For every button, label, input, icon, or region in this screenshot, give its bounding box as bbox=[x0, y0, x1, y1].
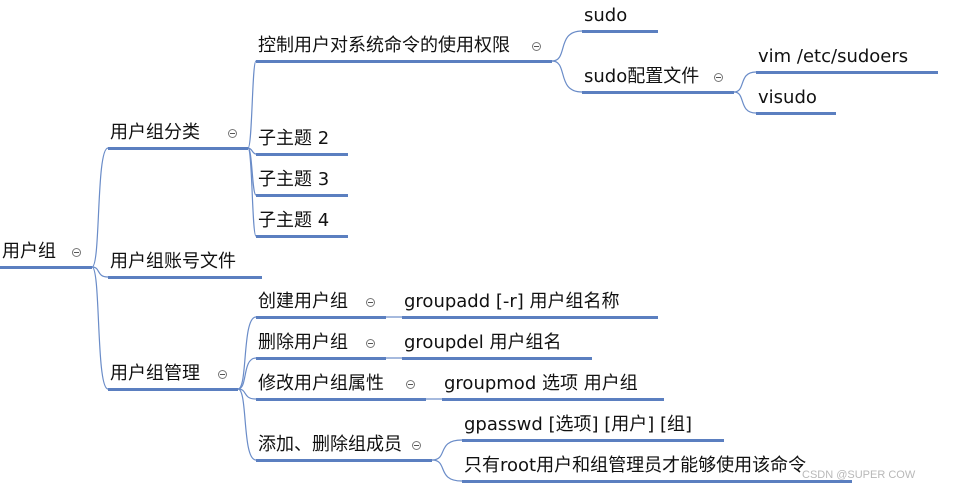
node-underline-2-0 bbox=[256, 316, 386, 319]
node-label-root: 用户组 bbox=[2, 241, 56, 262]
node-label-2-2-0: groupmod 选项 用户组 bbox=[444, 373, 638, 394]
node-label-2-3: 添加、删除组成员 bbox=[258, 434, 402, 455]
node-label-0-0-1-1: visudo bbox=[758, 87, 817, 108]
node-underline-2-3-0 bbox=[462, 439, 724, 442]
connector-1 bbox=[91, 266, 109, 278]
node-underline-2-0-0 bbox=[402, 316, 658, 319]
collapse-icon[interactable] bbox=[228, 129, 237, 138]
node-underline-0-2 bbox=[256, 194, 348, 197]
collapse-icon[interactable] bbox=[366, 339, 375, 348]
node-label-2-3-1: 只有root用户和组管理员才能够使用该命令 bbox=[464, 455, 807, 476]
watermark: CSDN @SUPER COW bbox=[802, 469, 916, 481]
collapse-icon[interactable] bbox=[714, 73, 723, 82]
connector-0-0 bbox=[247, 60, 257, 149]
node-underline-2-3-1 bbox=[462, 480, 852, 483]
node-underline-0 bbox=[108, 147, 248, 150]
collapse-icon[interactable] bbox=[218, 370, 227, 379]
collapse-icon[interactable] bbox=[412, 441, 421, 450]
node-label-0-0-1: sudo配置文件 bbox=[584, 66, 700, 87]
connector-0-0-1-0 bbox=[733, 71, 757, 93]
node-underline-2-1-0 bbox=[402, 357, 592, 360]
node-label-1: 用户组账号文件 bbox=[110, 251, 236, 272]
connector-0-0-1-1 bbox=[733, 91, 757, 114]
connector-2-2 bbox=[237, 388, 257, 400]
node-label-2-2: 修改用户组属性 bbox=[258, 373, 384, 394]
collapse-icon[interactable] bbox=[366, 298, 375, 307]
collapse-icon[interactable] bbox=[532, 42, 541, 51]
connector-2-3-0 bbox=[431, 439, 463, 461]
node-label-2-1: 删除用户组 bbox=[258, 332, 348, 353]
node-label-2: 用户组管理 bbox=[110, 363, 200, 384]
node-underline-root bbox=[0, 266, 92, 269]
node-underline-1 bbox=[108, 276, 262, 279]
node-label-0: 用户组分类 bbox=[110, 122, 200, 143]
connector-2-3-1 bbox=[431, 459, 463, 482]
connector-0 bbox=[91, 147, 109, 268]
node-underline-0-0-1-0 bbox=[756, 71, 938, 74]
node-label-2-1-0: groupdel 用户组名 bbox=[404, 332, 562, 353]
node-underline-2-1 bbox=[256, 357, 386, 360]
connector-0-0-0 bbox=[551, 30, 583, 62]
node-label-0-2: 子主题 3 bbox=[258, 169, 330, 190]
node-label-0-1: 子主题 2 bbox=[258, 128, 330, 149]
node-underline-0-0 bbox=[256, 60, 552, 63]
node-label-0-0-0: sudo bbox=[584, 5, 628, 26]
node-underline-0-3 bbox=[256, 235, 348, 238]
node-underline-0-0-1-1 bbox=[756, 112, 836, 115]
node-underline-0-0-0 bbox=[582, 30, 658, 33]
connector-2-0 bbox=[237, 316, 257, 390]
collapse-icon[interactable] bbox=[72, 248, 81, 257]
node-underline-0-1 bbox=[256, 153, 348, 156]
connector-0-0-1 bbox=[551, 60, 583, 93]
node-underline-2 bbox=[108, 388, 238, 391]
node-label-2-3-0: gpasswd [选项] [用户] [组] bbox=[464, 414, 693, 435]
connector-2-1 bbox=[237, 357, 257, 390]
node-label-2-0-0: groupadd [-r] 用户组名称 bbox=[404, 291, 620, 312]
connector-2-3 bbox=[237, 388, 257, 461]
node-underline-0-0-1 bbox=[582, 91, 734, 94]
node-label-0-3: 子主题 4 bbox=[258, 210, 330, 231]
node-underline-2-2-0 bbox=[442, 398, 664, 401]
connector-0-3 bbox=[247, 147, 257, 237]
node-label-0-0-1-0: vim /etc/sudoers bbox=[758, 46, 909, 67]
connector-2 bbox=[91, 266, 109, 390]
node-label-0-0: 控制用户对系统命令的使用权限 bbox=[258, 35, 510, 56]
collapse-icon[interactable] bbox=[406, 380, 415, 389]
node-label-2-0: 创建用户组 bbox=[258, 291, 348, 312]
node-underline-2-3 bbox=[256, 459, 432, 462]
node-underline-2-2 bbox=[256, 398, 426, 401]
